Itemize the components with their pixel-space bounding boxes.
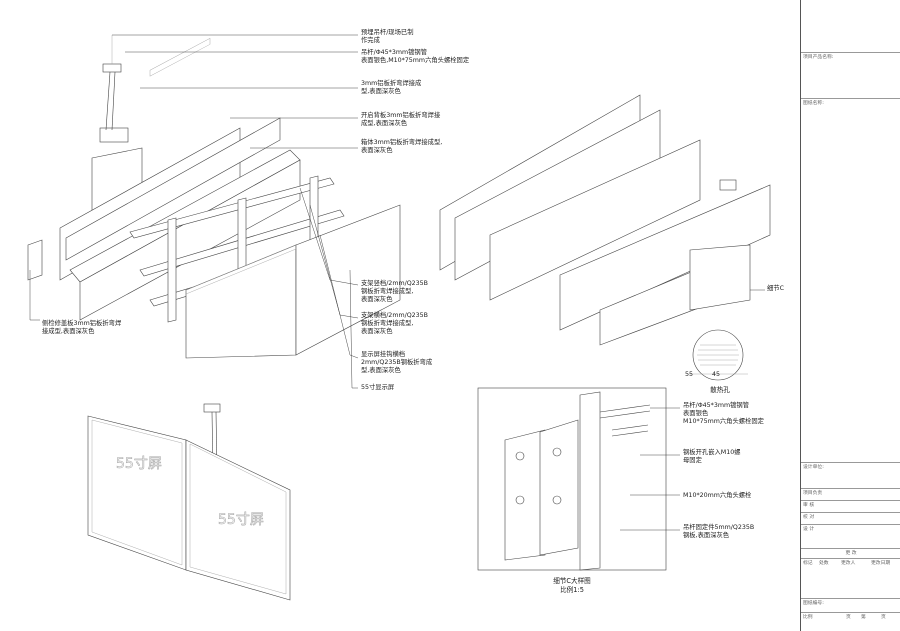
hanging-rod bbox=[99, 35, 129, 143]
note-vertical-bracket: 支架竖档/2mm/Q235B 钢板折弯焊接成型, 表面深灰色 bbox=[361, 280, 428, 303]
note-55-screen: 55寸显示屏 bbox=[361, 384, 395, 391]
rear-frame bbox=[489, 139, 701, 301]
tb-col-mark: 标记 bbox=[803, 561, 813, 566]
tb-page-2: 页 bbox=[881, 615, 886, 620]
title-block: 项目产品名称: 图纸名称: 设计单位: 项目负责 审 核 校 对 设 计 更 改… bbox=[800, 0, 900, 631]
detail-plate-front bbox=[504, 429, 546, 561]
tb-scale: 比例 bbox=[803, 615, 813, 620]
note-embedded-rod: 预埋吊杆/现场已制 作完成 bbox=[361, 29, 414, 44]
assembled-screen-right bbox=[185, 439, 291, 601]
note-side-cover: 侧检修盖板3mm铝板折弯焊 接成型,表面深灰色 bbox=[42, 320, 122, 335]
note-cabinet: 箱体3mm铝板折弯焊接成型, 表面深灰色 bbox=[361, 139, 443, 154]
tb-col-changer: 更改人 bbox=[841, 561, 856, 566]
detail-title: 细节C大样图 bbox=[553, 577, 591, 585]
detail-plate-rear bbox=[579, 391, 601, 571]
vent-hole-detail bbox=[688, 329, 748, 381]
tb-drawing-name: 图纸名称: bbox=[801, 98, 900, 462]
vent-dim-45: 45 bbox=[712, 371, 721, 378]
tb-scale-pages: 比例 页 第 页 bbox=[801, 612, 900, 631]
detail-note-bolt: M10*20mm六角头螺栓 bbox=[683, 492, 752, 499]
detail-c-view bbox=[477, 387, 680, 571]
detail-c-frame bbox=[477, 387, 667, 571]
vent-dim-55: 55 bbox=[685, 371, 694, 378]
detail-scale: 比例1:5 bbox=[560, 586, 584, 594]
label-vent-holes: 散热孔 bbox=[710, 386, 730, 394]
detail-note-nut: 钢板开孔嵌入M10螺 母固定 bbox=[683, 449, 741, 464]
tb-drawing-number: 图纸编号: bbox=[801, 598, 900, 612]
tb-col-date: 更改日期 bbox=[871, 561, 891, 566]
opening-back-plate bbox=[65, 117, 281, 261]
note-hanging-rod: 吊杆/Φ45*3mm镀钢管 表面银色,M10*75mm六角头螺栓固定 bbox=[361, 49, 470, 64]
detail-note-rod: 吊杆/Φ45*3mm镀钢管 表面银色 M10*75mm六角头螺栓固定 bbox=[683, 402, 764, 425]
assembled-screen-left bbox=[87, 415, 187, 571]
tb-change-header: 更 改 bbox=[801, 548, 900, 558]
note-back-plate: 开启背板3mm铝板折弯焊接 成型,表面深灰色 bbox=[361, 112, 441, 127]
tb-check: 校 对 bbox=[801, 512, 900, 524]
assembled-view: 55寸屏 55寸屏 bbox=[87, 403, 291, 601]
tb-number: 第 bbox=[861, 615, 866, 620]
note-horizontal-bracket: 支架横档/2mm/Q235B 钢板折弯焊接成型, 表面深灰色 bbox=[361, 312, 428, 335]
leader-lines bbox=[29, 34, 359, 389]
note-hook-bar: 显示屏挂钩横档 2mm/Q235B钢板折弯成 型,表面深灰色 bbox=[361, 351, 433, 374]
tb-change-columns: 标记 处数 更改人 更改日期 bbox=[801, 558, 900, 598]
rear-exploded-view bbox=[439, 94, 771, 346]
tb-review: 审 核 bbox=[801, 500, 900, 512]
tb-col-count: 处数 bbox=[819, 561, 829, 566]
rear-hanger-box bbox=[689, 244, 751, 311]
screen-label-right: 55寸屏 bbox=[218, 512, 264, 528]
side-cover bbox=[27, 239, 43, 281]
screen-label-left: 55寸屏 bbox=[116, 456, 162, 472]
tb-product-name: 项目产品名称: bbox=[801, 52, 900, 98]
detail-note-fixing: 吊杆固定件5mm/Q235B 钢板,表面深灰色 bbox=[683, 524, 755, 539]
label-detail-c: 细节C bbox=[767, 285, 784, 292]
tb-project-lead: 项目负责 bbox=[801, 488, 900, 500]
exploded-assembly-drawing: 55寸屏 55寸屏 bbox=[27, 34, 771, 601]
tb-design-unit: 设计单位: bbox=[801, 462, 900, 488]
tb-design: 设 计 bbox=[801, 524, 900, 536]
tb-page: 页 bbox=[846, 615, 851, 620]
note-aluminium-panel: 3mm铝板折弯焊接成 型,表面深灰色 bbox=[361, 80, 422, 95]
main-exploded-view bbox=[27, 34, 401, 389]
